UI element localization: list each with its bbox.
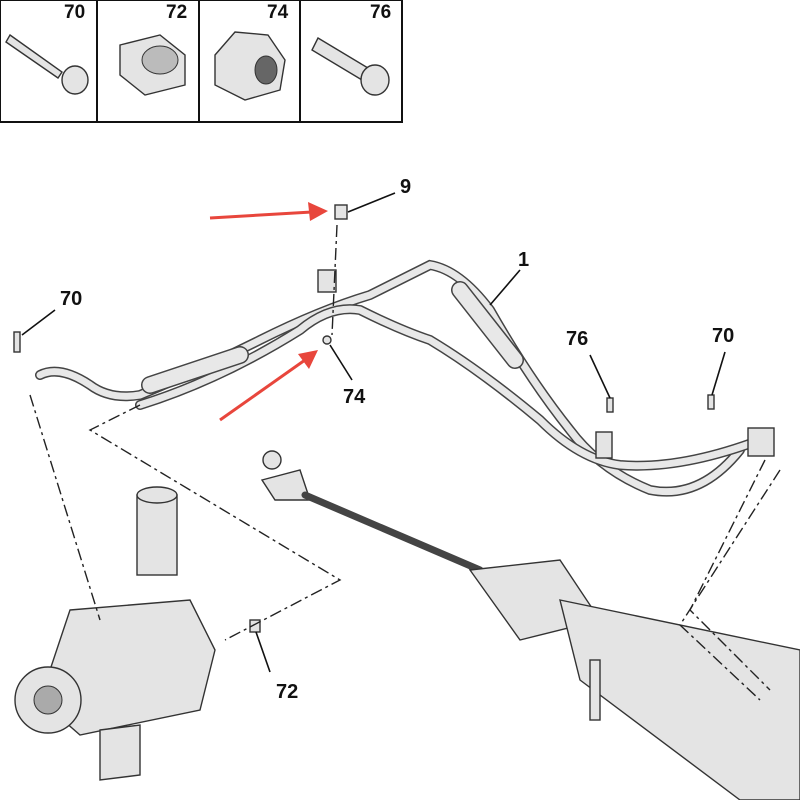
part-70-screw-left[interactable] <box>13 331 21 353</box>
legend-box-76[interactable]: 76 <box>311 2 391 96</box>
part-72-clamp[interactable] <box>249 619 261 633</box>
legend-ref-72: 72 <box>166 2 187 23</box>
part-70-screw-right[interactable] <box>707 394 715 410</box>
legend-table: 70 72 74 76 <box>0 0 403 123</box>
clamp-icon <box>119 34 186 96</box>
red-arrow-part-74 <box>219 350 318 422</box>
hose-bracket <box>747 427 775 457</box>
part-76-screw[interactable] <box>606 397 614 413</box>
part-74-nut[interactable] <box>322 335 332 345</box>
hose-bracket <box>595 431 613 459</box>
callout-part-9[interactable]: 9 <box>400 176 411 198</box>
steering-rack <box>260 450 800 800</box>
self-tapping-screw-icon <box>311 37 390 96</box>
part-9-fitting[interactable] <box>334 204 348 220</box>
power-steering-pump <box>14 486 216 781</box>
hose-clip <box>317 269 337 293</box>
legend-box-70[interactable]: 70 <box>5 2 89 95</box>
callout-part-72[interactable]: 72 <box>276 681 298 703</box>
callout-part-74[interactable]: 74 <box>343 386 366 408</box>
legend-ref-76: 76 <box>370 2 391 23</box>
assembly-guide-lines <box>29 224 781 701</box>
callout-part-70-right[interactable]: 70 <box>712 325 734 347</box>
callout-part-70-left[interactable]: 70 <box>60 288 82 310</box>
legend-box-74[interactable]: 74 <box>214 2 289 101</box>
legend-ref-74: 74 <box>267 2 289 23</box>
legend-ref-70: 70 <box>64 2 85 23</box>
nut-icon <box>214 31 286 101</box>
red-arrow-part-9 <box>209 202 328 221</box>
hose-assembly <box>35 259 775 497</box>
callout-part-1[interactable]: 1 <box>518 249 529 271</box>
legend-box-72[interactable]: 72 <box>119 2 187 96</box>
screw-icon <box>5 33 89 95</box>
callout-part-76[interactable]: 76 <box>566 328 588 350</box>
